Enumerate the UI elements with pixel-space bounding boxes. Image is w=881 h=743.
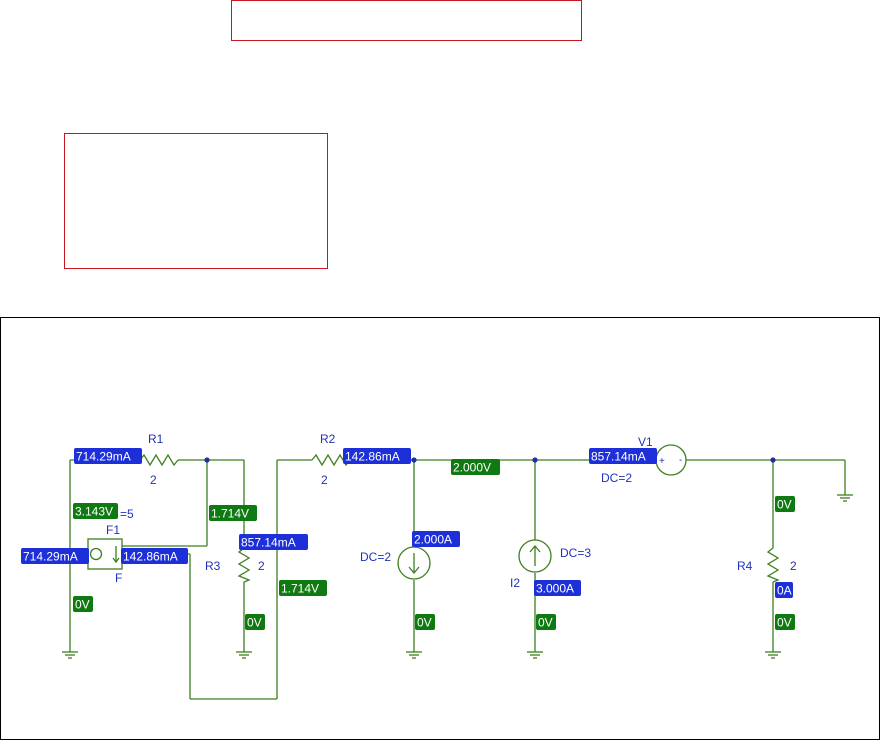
current-source-i2-arrowhead-icon [529,544,541,553]
voltage-source-v1[interactable]: + - V1 DC=2 [601,435,687,485]
cccs-f1-body [87,538,123,570]
ground-icon [62,651,78,659]
voltage-tag[interactable]: 0V [245,614,265,630]
svg-text:3.143V: 3.143V [75,505,113,519]
voltage-source-v1-minus: - [679,455,682,466]
ground-icon [236,651,252,659]
svg-text:2.000V: 2.000V [453,461,491,475]
current-tag[interactable]: 142.86mA [121,548,188,564]
svg-text:714.29mA: 714.29mA [76,450,131,464]
cccs-f1-arrowhead-icon [112,557,120,564]
voltage-tag[interactable]: 0V [536,614,556,630]
current-source-i1-value: DC=2 [360,550,391,564]
text-box-top[interactable] [231,0,582,41]
current-tag[interactable]: 3.000A [534,580,581,596]
resistor-r1-symbol [139,453,179,467]
current-source-i2-name: I2 [510,576,520,590]
resistor-r4-value: 2 [790,559,797,573]
svg-text:0V: 0V [247,616,262,630]
ground-icon [406,651,422,659]
current-tag[interactable]: 0A [775,582,793,598]
current-source-i2-value: DC=3 [560,546,591,560]
voltage-tag[interactable]: 3.143V [73,503,118,519]
cccs-f1-sense-icon [89,547,103,561]
voltage-source-v1-name: V1 [638,435,653,449]
svg-text:0V: 0V [75,598,90,612]
current-tag[interactable]: 714.29mA [74,448,142,464]
resistor-r4[interactable]: R4 2 [737,547,797,583]
junction-dot [204,457,210,463]
svg-text:142.86mA: 142.86mA [123,550,178,564]
svg-text:1.714V: 1.714V [211,507,249,521]
voltage-tag[interactable]: 1.714V [279,580,327,596]
ground-icon [527,651,543,659]
resistor-r3[interactable]: R3 2 [205,547,265,583]
voltage-tag[interactable]: 0V [775,614,795,630]
svg-text:857.14mA: 857.14mA [591,450,646,464]
current-tag[interactable]: 2.000A [412,531,460,547]
resistor-r1[interactable]: R1 2 [139,432,179,487]
cccs-f1-name: F1 [106,523,120,537]
svg-text:857.14mA: 857.14mA [241,536,296,550]
current-tag[interactable]: 142.86mA [343,448,411,464]
svg-text:1.714V: 1.714V [281,582,319,596]
resistor-r1-name: R1 [148,432,164,446]
resistor-r4-symbol [766,547,780,583]
junction-dot [770,457,776,463]
resistor-r4-name: R4 [737,559,753,573]
svg-text:142.86mA: 142.86mA [345,450,400,464]
voltage-tag[interactable]: 1.714V [209,505,257,521]
svg-text:714.29mA: 714.29mA [23,550,78,564]
current-tag[interactable]: 714.29mA [21,548,89,564]
current-source-i2[interactable]: DC=3 I2 [510,539,591,590]
ground-icon [765,651,781,659]
cccs-f1-type: F [115,571,122,585]
voltage-tag[interactable]: 0V [775,496,795,512]
resistor-r2-value: 2 [321,473,328,487]
svg-text:0V: 0V [417,616,432,630]
voltage-tag[interactable]: 0V [415,614,435,630]
svg-text:0A: 0A [777,584,792,598]
resistor-r3-symbol [237,547,251,583]
ground-icon [837,494,853,502]
current-source-i1-arrowhead-icon [408,566,420,575]
probe-tags: 714.29mA 142.86mA 2.000V 857.14mA 3.143V… [21,448,795,630]
svg-text:0V: 0V [538,616,553,630]
svg-text:3.000A: 3.000A [536,582,574,596]
cccs-f1[interactable]: F1 =5 F [87,507,134,585]
resistor-r2-name: R2 [320,432,336,446]
svg-text:2.000A: 2.000A [414,533,452,547]
current-tag[interactable]: 857.14mA [589,448,657,464]
schematic-frame [0,317,880,740]
voltage-source-v1-value: DC=2 [601,471,632,485]
junction-dot [411,457,417,463]
svg-text:0V: 0V [777,498,792,512]
voltage-tag[interactable]: 0V [73,596,93,612]
svg-text:0V: 0V [777,616,792,630]
resistor-r1-value: 2 [150,473,157,487]
voltage-source-v1-plus: + [659,456,665,467]
current-source-i1[interactable]: DC=2 [360,546,431,580]
text-box-left[interactable] [64,133,328,269]
junction-dot [532,457,538,463]
resistor-r3-name: R3 [205,559,221,573]
voltage-tag[interactable]: 2.000V [451,459,500,475]
resistor-r3-value: 2 [258,559,265,573]
cccs-f1-gain: =5 [120,507,134,521]
wires [69,459,846,700]
current-tag[interactable]: 857.14mA [239,534,308,550]
